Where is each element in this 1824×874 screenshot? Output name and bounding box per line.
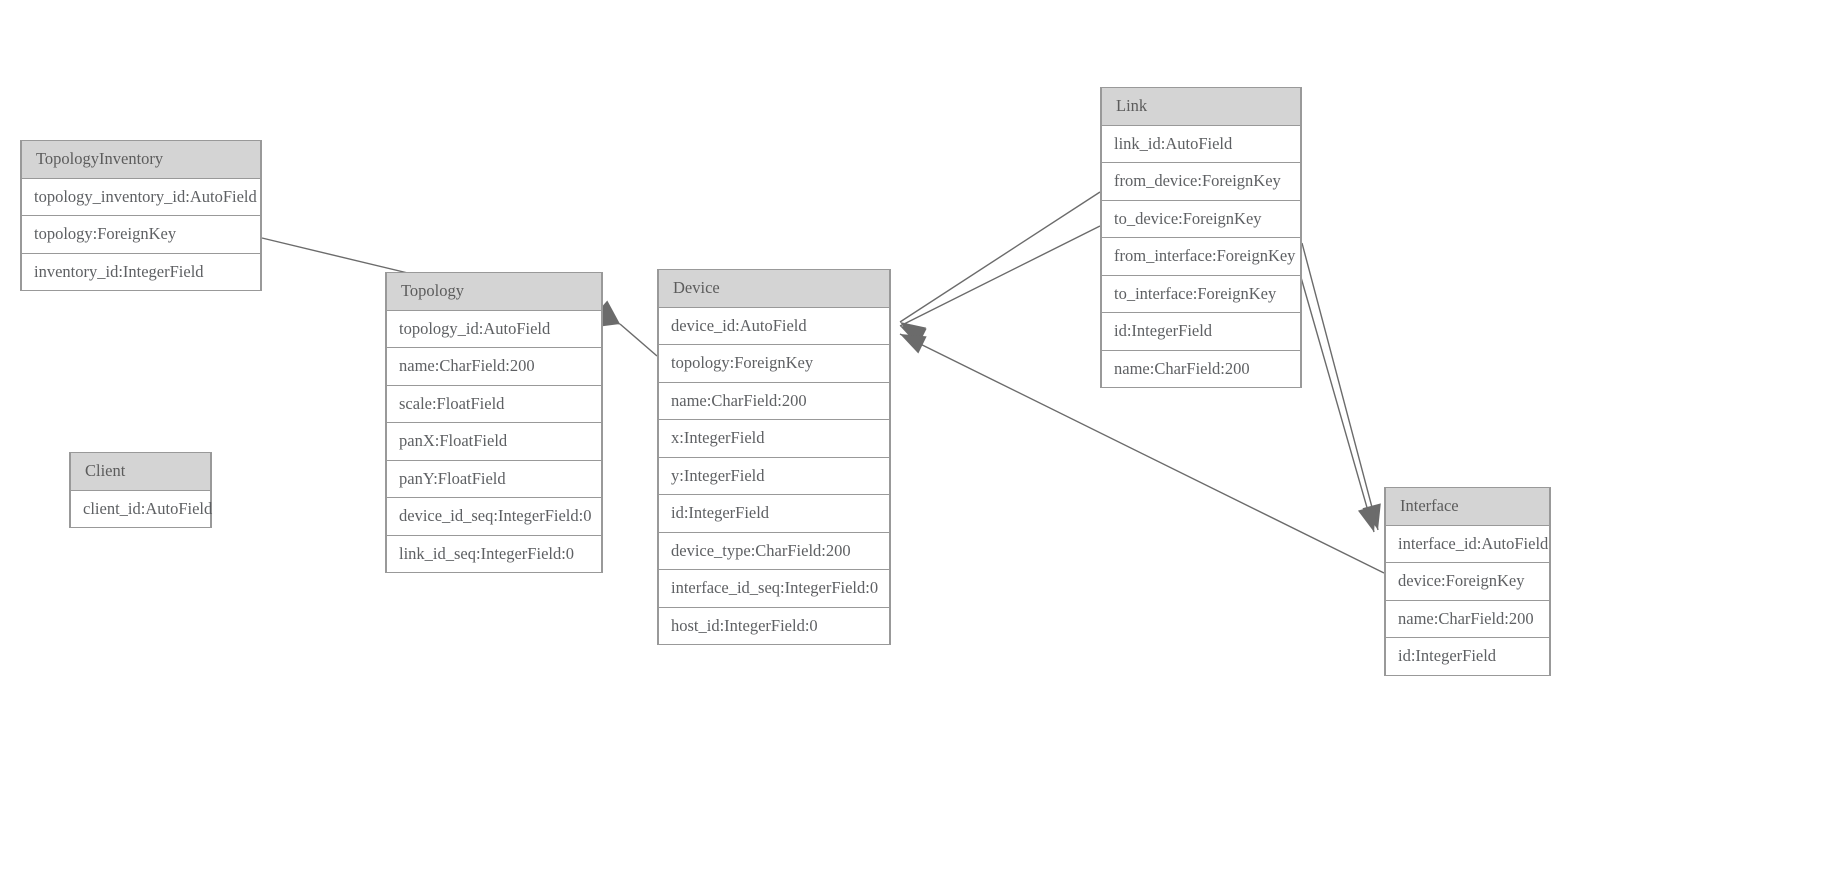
entity-title-client: Client [70, 452, 211, 491]
entity-field: y:IntegerField [658, 457, 890, 495]
entity-field: device:ForeignKey [1385, 563, 1550, 601]
entity-field: x:IntegerField [658, 420, 890, 458]
entity-field: name:CharField:200 [1101, 350, 1301, 388]
entity-title-topology: Topology [386, 272, 602, 311]
entity-field: to_device:ForeignKey [1101, 200, 1301, 238]
entity-field: device_id_seq:IntegerField:0 [386, 498, 602, 536]
entity-field: inventory_id:IntegerField [21, 253, 261, 291]
arrowhead-link-to_device-to-device [900, 326, 927, 346]
entity-field: from_device:ForeignKey [1101, 163, 1301, 201]
entity-field: device_type:CharField:200 [658, 532, 890, 570]
edge-link-from_device-to-device [899, 191, 1101, 323]
entity-title-interface: Interface [1385, 487, 1550, 526]
entity-field: name:CharField:200 [658, 382, 890, 420]
entity-field: panX:FloatField [386, 423, 602, 461]
entity-field: name:CharField:200 [386, 348, 602, 386]
entity-field: name:CharField:200 [1385, 600, 1550, 638]
arrowhead-interface-device-to-device [900, 334, 927, 354]
entity-field: interface_id:AutoField [1385, 525, 1550, 563]
edge-link-from_interface-to-interface [1301, 242, 1379, 531]
entity-field: link_id_seq:IntegerField:0 [386, 535, 602, 573]
arrowhead-link-from_device-to-device [900, 322, 927, 344]
entity-field: from_interface:ForeignKey [1101, 238, 1301, 276]
entity-field: id:IntegerField [1385, 638, 1550, 676]
entity-field: scale:FloatField [386, 385, 602, 423]
entity-field: interface_id_seq:IntegerField:0 [658, 570, 890, 608]
entity-title-topology_inventory: TopologyInventory [21, 140, 261, 179]
entity-field: id:IntegerField [1101, 313, 1301, 351]
arrowhead-link-to_interface-to-interface [1357, 505, 1377, 532]
entity-title-link: Link [1101, 87, 1301, 126]
edge-link-to_device-to-device [899, 225, 1101, 327]
entity-field: client_id:AutoField [70, 490, 212, 528]
edge-device-to-topology [619, 323, 658, 357]
entity-field: id:IntegerField [658, 495, 890, 533]
edge-link-to_interface-to-interface [1295, 259, 1375, 533]
entity-title-device: Device [658, 269, 890, 308]
entity-field: topology:ForeignKey [21, 216, 261, 254]
entity-field: topology_id:AutoField [386, 310, 602, 348]
entity-field: host_id:IntegerField:0 [658, 607, 890, 645]
entity-field: device_id:AutoField [658, 307, 890, 345]
entity-field: topology:ForeignKey [658, 345, 890, 383]
entity-field: to_interface:ForeignKey [1101, 275, 1301, 313]
entity-field: link_id:AutoField [1101, 125, 1301, 163]
entity-field: panY:FloatField [386, 460, 602, 498]
entity-field: topology_inventory_id:AutoField [21, 178, 261, 216]
